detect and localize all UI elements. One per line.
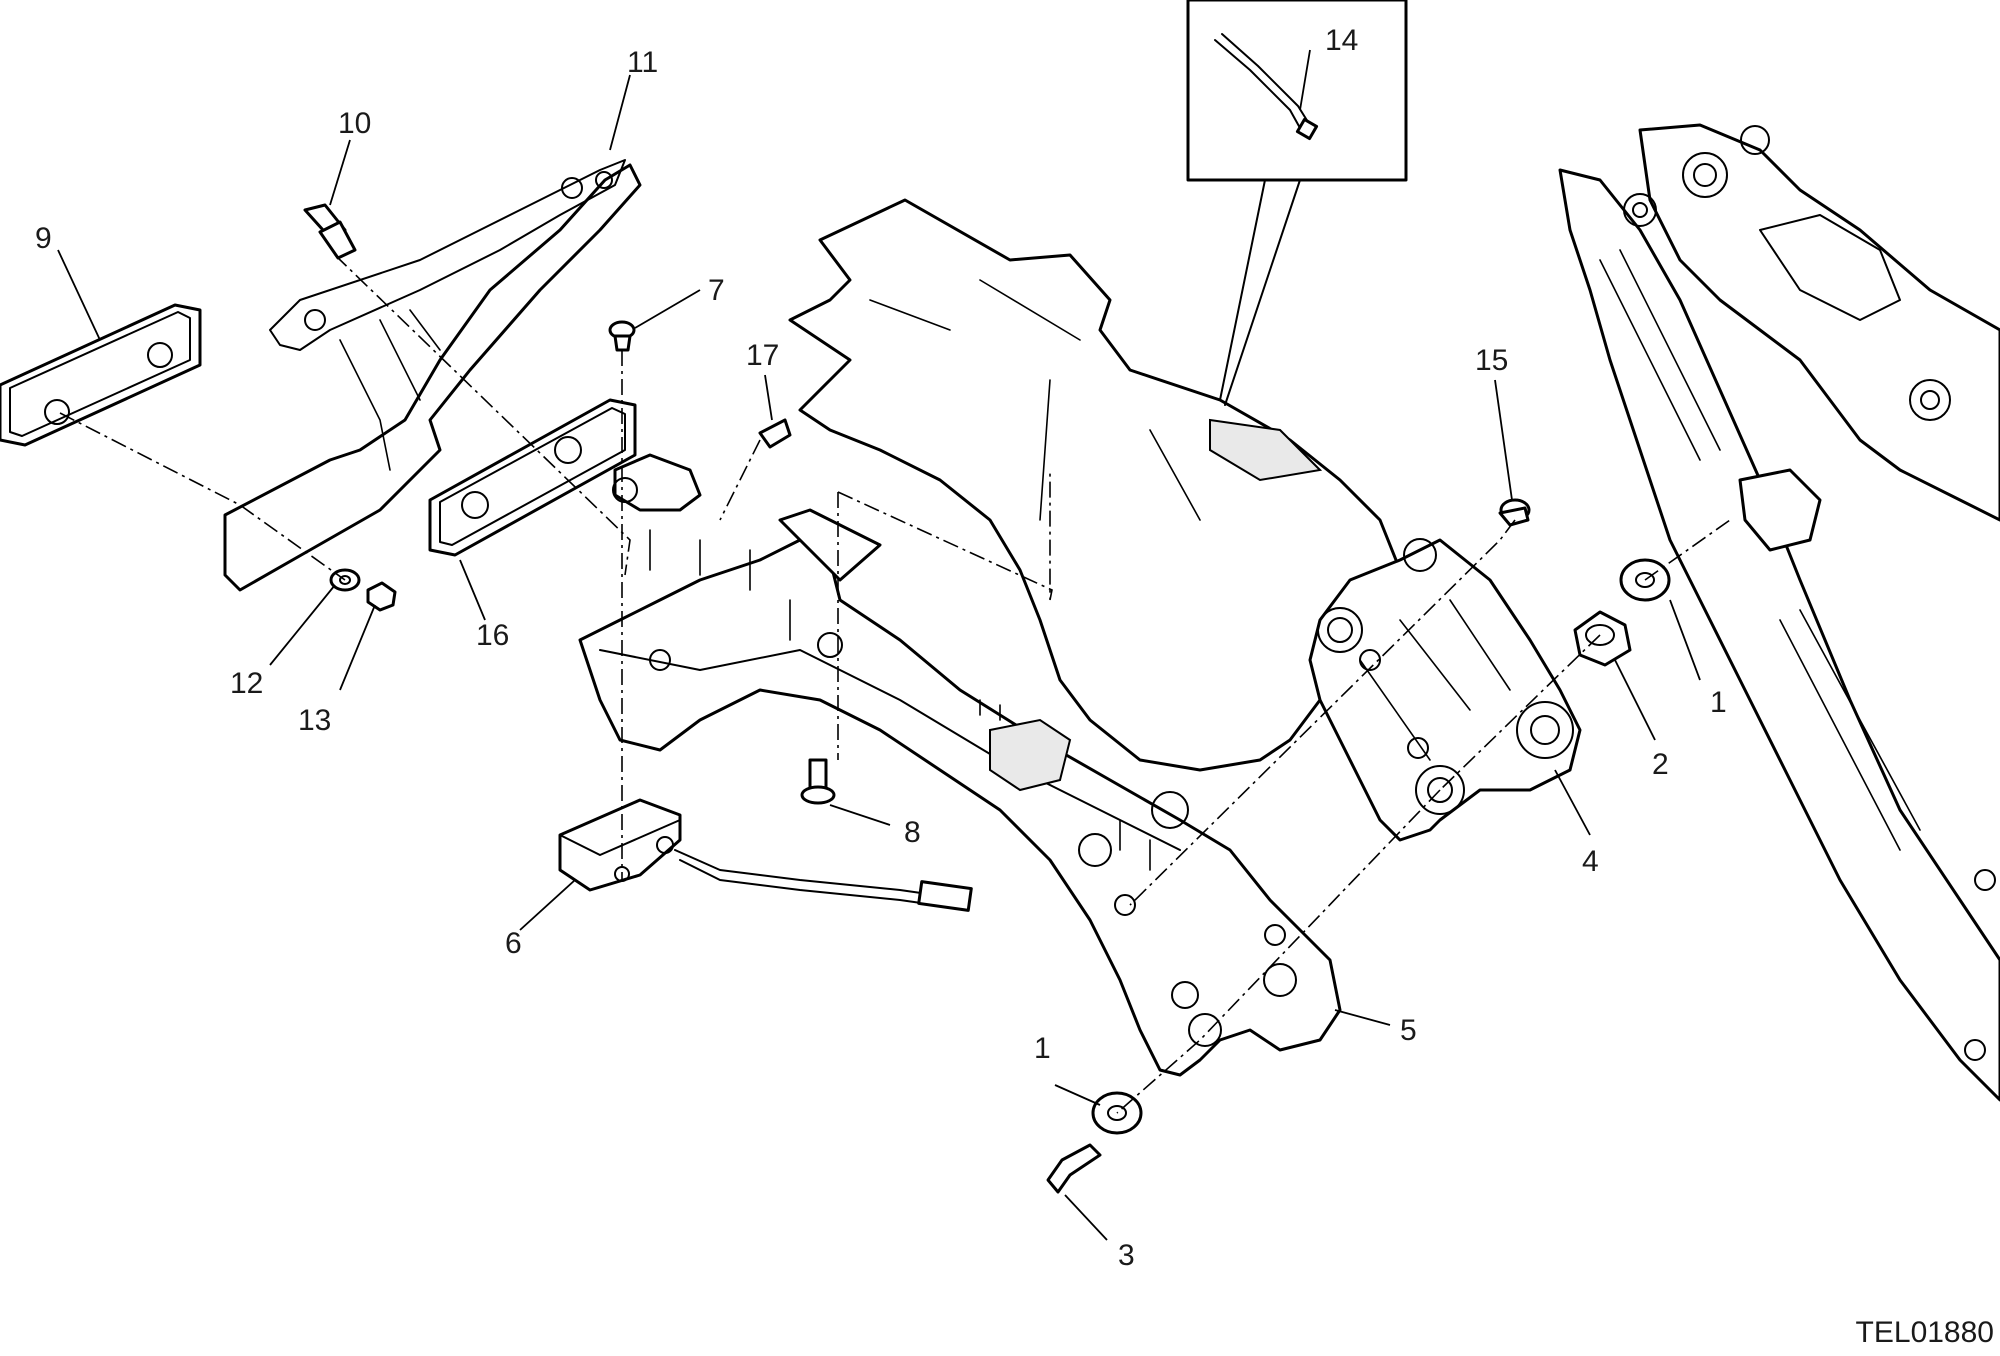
rear-undertray <box>788 198 1402 772</box>
bolt-8 <box>800 758 836 805</box>
callout-17: 17 <box>746 339 779 372</box>
main-frame <box>1558 123 2000 1102</box>
callout-12: 12 <box>230 667 263 700</box>
callout-9: 9 <box>35 222 52 255</box>
callout-16: 16 <box>476 619 509 652</box>
callout-1-lower: 1 <box>1034 1032 1051 1065</box>
callout-13: 13 <box>298 704 331 737</box>
callout-7: 7 <box>708 274 725 307</box>
callout-2: 2 <box>1652 748 1669 781</box>
callout-4: 4 <box>1582 845 1599 878</box>
callout-labels: 9 10 11 7 17 14 15 1 2 4 5 8 6 16 13 12 … <box>35 24 1727 1272</box>
callout-3: 3 <box>1118 1239 1135 1272</box>
clip-17 <box>758 418 792 449</box>
bolt-10 <box>303 203 357 260</box>
callout-6: 6 <box>505 927 522 960</box>
drawing-code: TEL01880 <box>1855 1316 1994 1349</box>
reflector-16 <box>428 398 637 557</box>
spacer-2 <box>1573 610 1632 667</box>
callout-10: 10 <box>338 107 371 140</box>
nut-13 <box>366 581 397 612</box>
leader-lines <box>57 49 1701 1241</box>
license-bracket-5 <box>578 453 1342 1077</box>
callout-14: 14 <box>1325 24 1358 57</box>
cable-tie-inset <box>1186 0 1408 406</box>
reflector-9 <box>0 303 202 447</box>
callout-8: 8 <box>904 816 921 849</box>
callout-15: 15 <box>1475 344 1508 377</box>
support-bracket-4 <box>1308 538 1582 842</box>
callout-11: 11 <box>627 46 658 79</box>
bolt-3 <box>1046 1143 1102 1194</box>
bolt-15 <box>1498 498 1531 527</box>
callout-5: 5 <box>1400 1014 1417 1047</box>
license-plate-light-6 <box>558 798 973 912</box>
alignment-lines <box>59 254 1731 1114</box>
bolt-7 <box>608 320 636 352</box>
reflector-bracket-11 <box>223 159 642 592</box>
callout-1-upper: 1 <box>1710 686 1727 719</box>
